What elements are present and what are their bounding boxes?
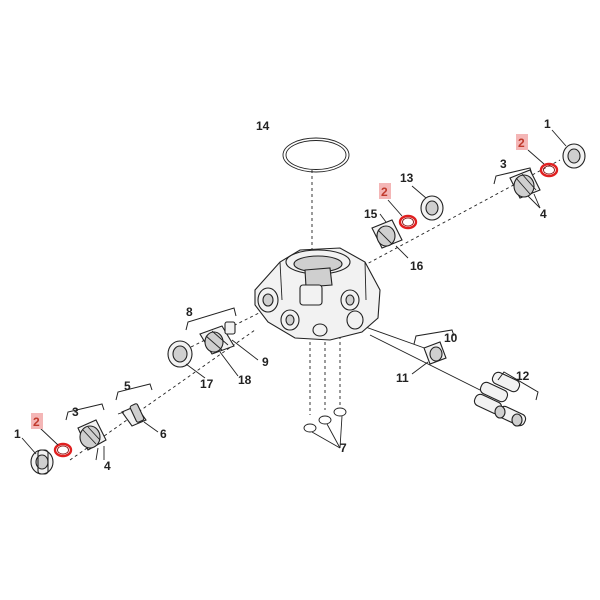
leader-16 [395,245,409,259]
bracket-10 [413,329,455,345]
callout-7: 7 [340,441,347,455]
callout-1-right: 1 [544,117,551,131]
leader-2-mid [387,199,403,217]
callout-2-left: 2 [33,415,40,429]
part-1-right-plug[interactable] [562,143,586,169]
part-18-valve-assembly[interactable] [199,321,236,355]
callout-13: 13 [400,171,414,185]
leader-13 [411,185,427,199]
leader-4-left-a [95,447,99,461]
leader-18 [219,351,239,377]
callout-4-left: 4 [104,459,111,473]
leader-9 [231,339,259,361]
leader-2-left [39,427,59,446]
callout-5: 5 [124,379,131,393]
callout-14: 14 [256,119,270,133]
callout-10: 10 [444,331,458,345]
bracket-3-left [65,403,105,421]
part-2-right-oring[interactable] [539,162,559,178]
leader-4-right-a [527,195,541,209]
label-2-right-highlight [516,134,528,150]
callout-labels: 1 2 3 4 5 6 7 8 9 10 11 12 13 14 15 16 1… [14,117,551,473]
callout-2-right: 2 [518,136,525,150]
bracket-3-right [493,167,533,185]
part-1-left-plug[interactable] [30,449,54,475]
pump-head-body[interactable] [254,247,381,341]
callout-2-mid: 2 [381,185,388,199]
callout-6: 6 [160,427,167,441]
part-2-left-oring[interactable] [53,442,73,458]
leader-6 [143,421,159,433]
leader-17 [185,363,206,379]
callout-15: 15 [364,207,378,221]
label-2-left-highlight [31,413,43,429]
bracket-5 [115,383,153,401]
part-3-right-valve[interactable] [509,169,541,199]
part-6-check-valve[interactable] [117,403,147,427]
leader-1-right [551,129,567,147]
callout-11: 11 [396,371,409,385]
callout-16: 16 [410,259,424,273]
leader-2-right [527,149,545,165]
bracket-8 [185,307,237,331]
callout-4-right: 4 [540,207,547,221]
callout-9: 9 [262,355,269,369]
callout-18: 18 [238,373,252,387]
part-14-large-oring[interactable] [282,137,350,173]
part-12-cylinders[interactable] [473,371,527,428]
callout-12: 12 [516,369,530,383]
leader-11 [411,361,429,375]
callout-8: 8 [186,305,193,319]
part-13-plug[interactable] [420,195,444,221]
part-15-valve[interactable] [371,219,403,249]
part-2-mid-oring[interactable] [398,214,418,230]
leader-1-left [21,437,37,455]
callout-1-left: 1 [14,427,21,441]
leader-4-right-b [533,193,541,209]
callout-17: 17 [200,377,214,391]
part-7-small-orings[interactable] [303,407,347,449]
callout-3-right: 3 [500,157,507,171]
leader-15 [379,213,387,223]
bracket-12 [497,371,539,401]
part-3-left-valve[interactable] [77,419,107,451]
part-17-cap[interactable] [167,340,193,368]
part-11-fitting[interactable] [423,341,447,365]
callout-3-left: 3 [72,405,79,419]
label-2-mid-highlight [379,183,391,199]
